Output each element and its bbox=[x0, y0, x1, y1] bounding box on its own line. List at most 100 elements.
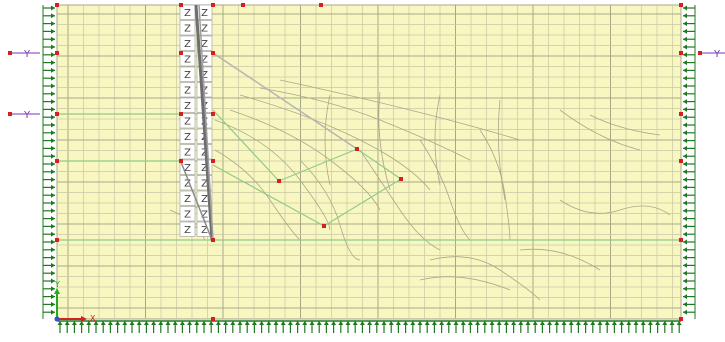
support-arrow-head bbox=[683, 247, 687, 253]
support-arrow-head bbox=[683, 161, 687, 167]
origin-point bbox=[54, 316, 60, 322]
geometry-node bbox=[319, 3, 323, 7]
geometry-node bbox=[55, 3, 59, 7]
pile-block-label: Z bbox=[201, 148, 208, 159]
support-arrow-head bbox=[201, 321, 207, 325]
pile-block bbox=[179, 113, 196, 129]
support-arrow-head bbox=[583, 321, 589, 325]
origin-y-arrow bbox=[54, 288, 60, 294]
mesh-curve bbox=[279, 79, 521, 141]
geometry-node bbox=[211, 51, 215, 55]
support-arrow-head bbox=[683, 36, 687, 42]
geometry-node bbox=[211, 3, 215, 7]
pile[interactable]: ZZZZZZZZZZZZZZZZZZZZZZZZZZZZZZ bbox=[179, 4, 214, 241]
axis-marker-label: Y bbox=[23, 49, 31, 60]
support-arrow-head bbox=[431, 321, 437, 325]
support-arrow-head bbox=[669, 321, 675, 325]
support-arrow-head bbox=[424, 321, 430, 325]
support-arrow-head bbox=[244, 321, 250, 325]
pile-block-label: Z bbox=[201, 163, 208, 174]
support-arrow-head bbox=[208, 321, 214, 325]
mesh-curve bbox=[214, 149, 301, 241]
support-arrow-head bbox=[51, 91, 55, 97]
mesh-curve bbox=[359, 149, 441, 251]
support-arrow-head bbox=[619, 321, 625, 325]
support-arrow-head bbox=[683, 83, 687, 89]
support-arrow-head bbox=[683, 67, 687, 73]
mesh-curve bbox=[589, 114, 661, 136]
geometry-node bbox=[679, 3, 683, 7]
pile-block-label: Z bbox=[184, 148, 191, 159]
support-arrow-head bbox=[259, 321, 265, 325]
support-arrow-head bbox=[129, 321, 135, 325]
support-arrow-head bbox=[496, 321, 502, 325]
support-arrow-head bbox=[51, 169, 55, 175]
support-arrow-head bbox=[266, 321, 272, 325]
mesh-curve bbox=[559, 109, 641, 151]
support-arrow-head bbox=[331, 321, 337, 325]
support-arrow-head bbox=[683, 91, 687, 97]
support-arrow-head bbox=[381, 321, 387, 325]
support-arrow-head bbox=[683, 278, 687, 284]
support-arrow-head bbox=[230, 321, 236, 325]
pile-block-label: Z bbox=[184, 163, 191, 174]
support-arrow-head bbox=[338, 321, 344, 325]
support-arrow-head bbox=[647, 321, 653, 325]
mesh-curve bbox=[559, 199, 671, 216]
mesh-curve bbox=[324, 94, 331, 186]
pile-block-label: Z bbox=[184, 117, 191, 128]
support-arrow-head bbox=[547, 321, 553, 325]
pile-block-label: Z bbox=[184, 132, 191, 143]
mesh-curve bbox=[497, 99, 506, 201]
support-arrow-head bbox=[51, 67, 55, 73]
pile-block-label: Z bbox=[184, 210, 191, 221]
support-arrow-head bbox=[460, 321, 466, 325]
support-arrow-head bbox=[388, 321, 394, 325]
support-arrow-head bbox=[683, 52, 687, 58]
origin-x-label: X bbox=[90, 314, 96, 323]
support-arrow-head bbox=[273, 321, 279, 325]
support-arrow-head bbox=[489, 321, 495, 325]
support-arrow-head bbox=[683, 5, 687, 11]
geometry-node bbox=[277, 179, 281, 183]
support-arrow-head bbox=[51, 28, 55, 34]
pile-block bbox=[179, 221, 196, 237]
pile-block-label: Z bbox=[201, 8, 208, 19]
support-arrow-head bbox=[683, 99, 687, 105]
origin-x-arrow bbox=[81, 316, 87, 322]
origin-y-label: Y bbox=[54, 280, 60, 289]
support-arrow-head bbox=[51, 114, 55, 120]
support-arrow-head bbox=[179, 321, 185, 325]
support-arrow-head bbox=[86, 321, 92, 325]
axis-marker-node bbox=[698, 51, 702, 55]
support-arrow-head bbox=[683, 184, 687, 190]
support-arrow-head bbox=[51, 83, 55, 89]
pile-block-label: Z bbox=[184, 101, 191, 112]
support-arrow-head bbox=[51, 247, 55, 253]
support-arrow-head bbox=[79, 321, 85, 325]
support-arrow-head bbox=[683, 294, 687, 300]
pile-block-label: Z bbox=[184, 39, 191, 50]
mesh-curve bbox=[434, 94, 441, 186]
pile-block-label: Z bbox=[201, 70, 208, 81]
support-arrow-head bbox=[51, 216, 55, 222]
pile-block-label: Z bbox=[201, 179, 208, 190]
support-arrow-head bbox=[51, 36, 55, 42]
guide-line bbox=[356, 148, 402, 180]
support-arrow-head bbox=[518, 321, 524, 325]
support-arrow-head bbox=[51, 192, 55, 198]
mesh-curve bbox=[259, 87, 471, 161]
geometry-node bbox=[679, 159, 683, 163]
support-arrow-head bbox=[51, 262, 55, 268]
soil-domain bbox=[56, 4, 682, 320]
geometry-node bbox=[179, 3, 183, 7]
pile-block bbox=[179, 97, 196, 113]
mesh-curve bbox=[419, 139, 471, 241]
support-arrow-head bbox=[683, 208, 687, 214]
support-arrow-head bbox=[251, 321, 257, 325]
support-arrow-head bbox=[554, 321, 560, 325]
support-arrow-head bbox=[51, 309, 55, 315]
guide-line bbox=[323, 178, 402, 227]
